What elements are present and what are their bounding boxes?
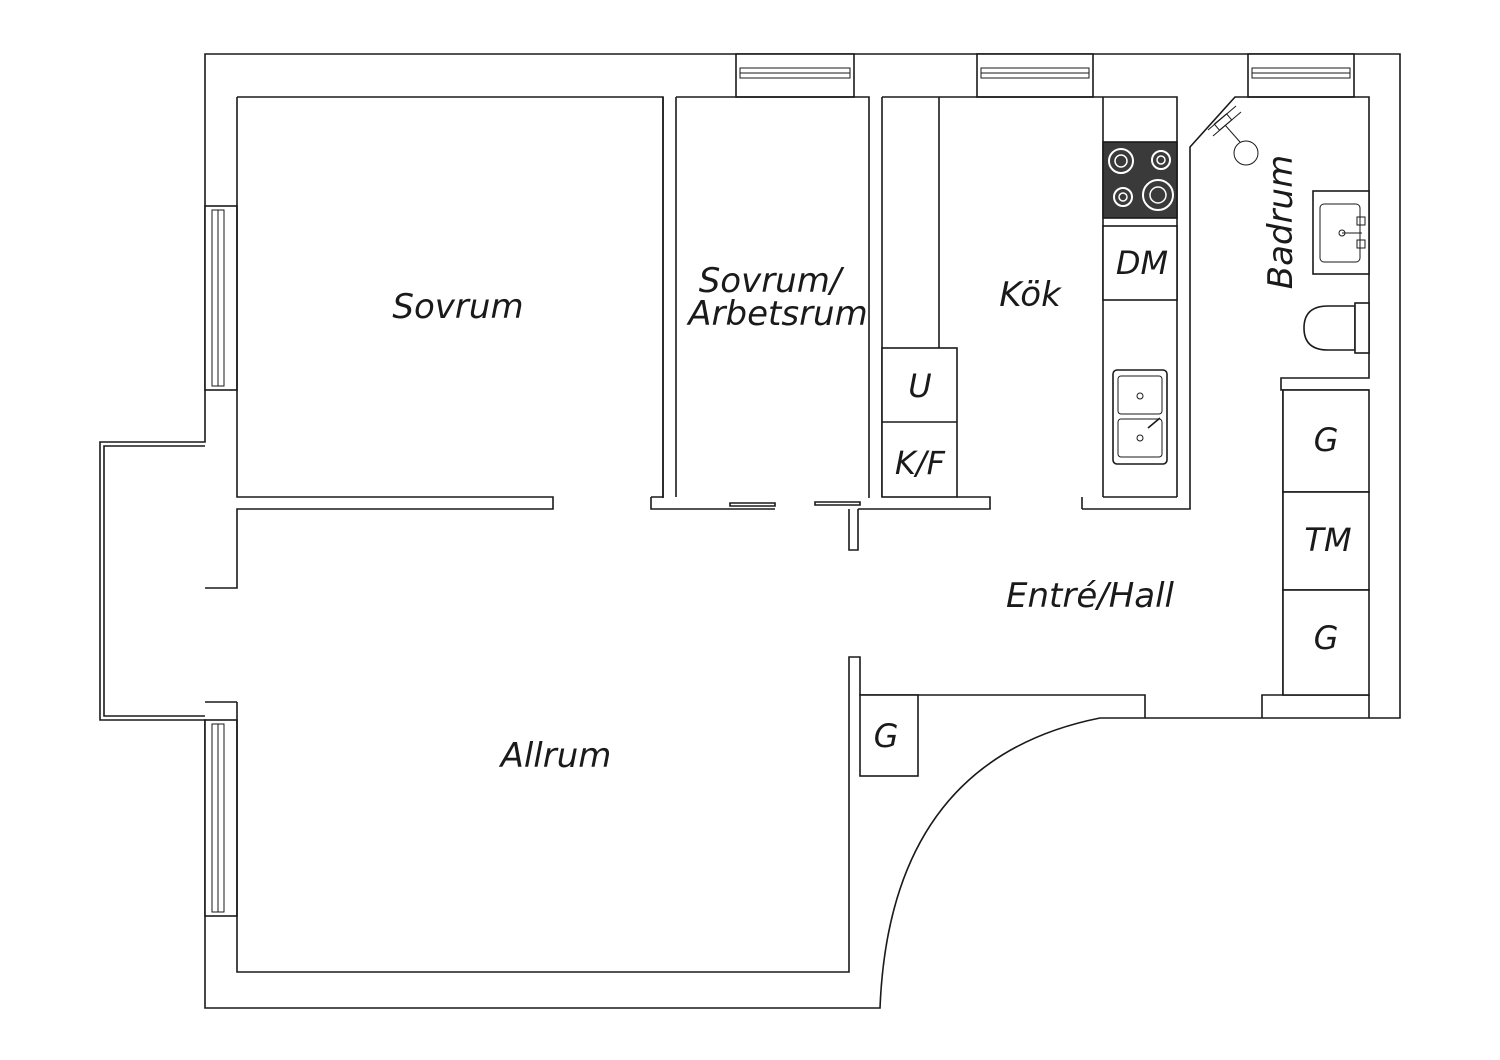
label-u: U xyxy=(908,367,931,405)
outer-walls xyxy=(99,53,1401,1009)
shower-icon xyxy=(1207,105,1259,166)
label-sovrum-arbetsrum-line2: Arbetsrum xyxy=(686,294,867,334)
label-sovrum: Sovrum xyxy=(392,287,523,327)
interior-walls xyxy=(205,96,1370,973)
left-windows xyxy=(204,205,238,917)
label-tm: TM xyxy=(1304,521,1351,559)
label-g-allrum: G xyxy=(874,717,899,755)
label-g-bottom: G xyxy=(1314,619,1339,657)
stove-icon xyxy=(1102,141,1178,219)
label-allrum: Allrum xyxy=(499,736,612,776)
washbasin-icon xyxy=(1312,190,1370,275)
kitchen-sink-icon xyxy=(1112,369,1168,465)
label-g-top: G xyxy=(1314,421,1339,459)
room-labels: Sovrum Sovrum/ Arbetsrum Kök Badrum Allr… xyxy=(392,155,1301,776)
label-kf: K/F xyxy=(895,444,946,482)
label-dm: DM xyxy=(1116,244,1168,282)
hall-closets xyxy=(859,389,1370,777)
appliance-labels: U K/F DM G TM G G xyxy=(874,244,1352,755)
kitchen-counter xyxy=(881,97,1178,498)
label-sovrum-arbetsrum-line1: Sovrum/ xyxy=(699,261,845,301)
label-badrum: Badrum xyxy=(1261,155,1301,289)
label-kok: Kök xyxy=(999,275,1062,315)
label-entre-hall: Entré/Hall xyxy=(1006,576,1175,616)
bathroom-fixtures xyxy=(1207,105,1370,354)
toilet-icon xyxy=(1303,302,1370,354)
top-windows xyxy=(735,53,1355,98)
